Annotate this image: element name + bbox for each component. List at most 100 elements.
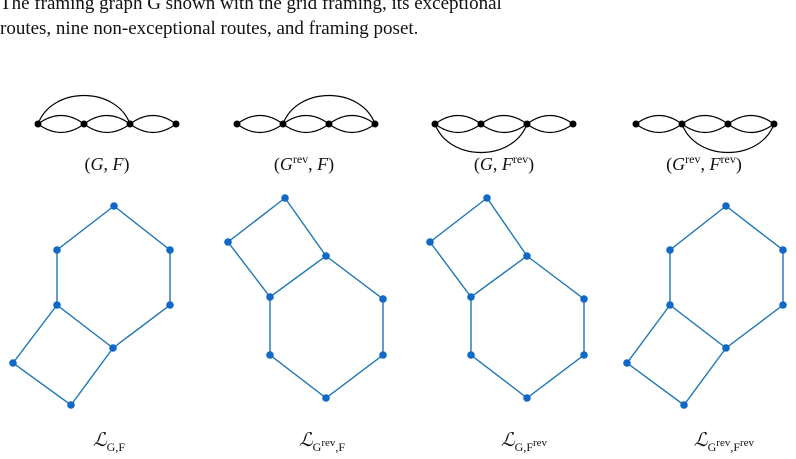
poset-diagram-2 xyxy=(224,194,387,402)
poset-node xyxy=(779,301,787,309)
graph-edge xyxy=(282,95,376,125)
poset-label-2: ℒGrev,F xyxy=(299,429,345,454)
poset-edges xyxy=(12,304,114,406)
poset-edges xyxy=(669,205,784,349)
poset-node xyxy=(523,394,531,402)
poset-diagram-4 xyxy=(623,202,787,409)
poset-node xyxy=(722,202,730,210)
poset-edges xyxy=(269,255,384,399)
poset-node xyxy=(722,344,730,352)
graph-edge xyxy=(434,123,482,134)
poset-node xyxy=(580,295,588,303)
graph-edge xyxy=(434,123,528,153)
graph-vertex xyxy=(770,120,778,128)
poset-node xyxy=(483,194,491,202)
graph-edge xyxy=(635,123,683,134)
graph-diagram-2 xyxy=(233,95,379,134)
graph-vertex xyxy=(569,120,577,128)
graph-edge xyxy=(480,114,528,125)
graph-edge xyxy=(83,114,131,125)
poset-label-4: ℒGrev,Frev xyxy=(694,429,755,454)
poset-node xyxy=(379,295,387,303)
poset-node xyxy=(680,401,688,409)
graph-edge xyxy=(236,123,284,134)
graph-vertex xyxy=(233,120,241,128)
poset-node xyxy=(523,252,531,260)
poset-node xyxy=(322,394,330,402)
graph-edge xyxy=(236,114,284,125)
poset-node xyxy=(467,293,475,301)
graph-vertex xyxy=(325,120,333,128)
poset-diagram-3 xyxy=(426,194,588,402)
graph-edge xyxy=(526,123,574,134)
poset-node xyxy=(110,202,118,210)
graph-edge xyxy=(526,114,574,125)
poset-edges xyxy=(56,205,171,349)
graph-edge xyxy=(83,123,131,134)
poset-node xyxy=(623,359,631,367)
graph-edge xyxy=(129,123,177,134)
graph-vertex xyxy=(126,120,134,128)
graph-label-3: (G, Frev) xyxy=(474,152,534,175)
poset-node xyxy=(281,194,289,202)
poset-node xyxy=(666,246,674,254)
graph-diagram-3 xyxy=(431,114,577,153)
poset-node xyxy=(426,238,434,246)
graph-edge xyxy=(681,123,729,134)
caption-line-1: The framing graph G shown with the grid … xyxy=(0,0,502,14)
poset-node xyxy=(322,252,330,260)
poset-node xyxy=(779,246,787,254)
poset-edges xyxy=(470,255,585,399)
poset-node xyxy=(379,351,387,359)
graph-label-4: (Grev, Frev) xyxy=(666,152,742,175)
graph-edge xyxy=(635,114,683,125)
poset-node xyxy=(67,401,75,409)
graph-edge xyxy=(681,123,775,153)
poset-node xyxy=(109,344,117,352)
graph-vertex xyxy=(431,120,439,128)
caption-line-2: routes, nine non-exceptional routes, and… xyxy=(0,18,419,39)
poset-label-1: ℒG,F xyxy=(93,429,125,454)
graph-vertex xyxy=(632,120,640,128)
poset-node xyxy=(266,351,274,359)
graph-edge xyxy=(434,114,482,125)
poset-node xyxy=(467,351,475,359)
poset-node xyxy=(224,238,232,246)
graph-vertex xyxy=(34,120,42,128)
graph-vertex xyxy=(80,120,88,128)
graph-edge xyxy=(727,114,775,125)
poset-node xyxy=(53,246,61,254)
graph-vertex xyxy=(371,120,379,128)
poset-node xyxy=(9,359,17,367)
poset-edges xyxy=(626,304,727,406)
poset-edges xyxy=(429,197,528,298)
graph-label-2: (Grev, F) xyxy=(274,152,334,175)
graph-edge xyxy=(727,123,775,134)
graph-edge xyxy=(480,123,528,134)
graph-edge xyxy=(328,123,376,134)
poset-diagram-1 xyxy=(9,202,174,409)
graph-edge xyxy=(37,114,85,125)
poset-node xyxy=(266,293,274,301)
graph-vertex xyxy=(523,120,531,128)
graph-vertex xyxy=(678,120,686,128)
poset-node xyxy=(166,246,174,254)
poset-node xyxy=(53,301,61,309)
graph-edge xyxy=(282,114,330,125)
graph-vertex xyxy=(172,120,180,128)
graph-edge xyxy=(328,114,376,125)
poset-node xyxy=(580,351,588,359)
poset-label-3: ℒG,Frev xyxy=(501,429,548,454)
graph-diagram-1 xyxy=(34,95,180,134)
graph-label-1: (G, F) xyxy=(85,154,130,175)
graph-edge xyxy=(681,114,729,125)
graph-vertex xyxy=(279,120,287,128)
graph-diagram-4 xyxy=(632,114,778,153)
graph-vertex xyxy=(724,120,732,128)
graph-edge xyxy=(37,95,131,125)
graph-edge xyxy=(37,123,85,134)
graph-edge xyxy=(129,114,177,125)
poset-node xyxy=(666,301,674,309)
poset-node xyxy=(166,301,174,309)
